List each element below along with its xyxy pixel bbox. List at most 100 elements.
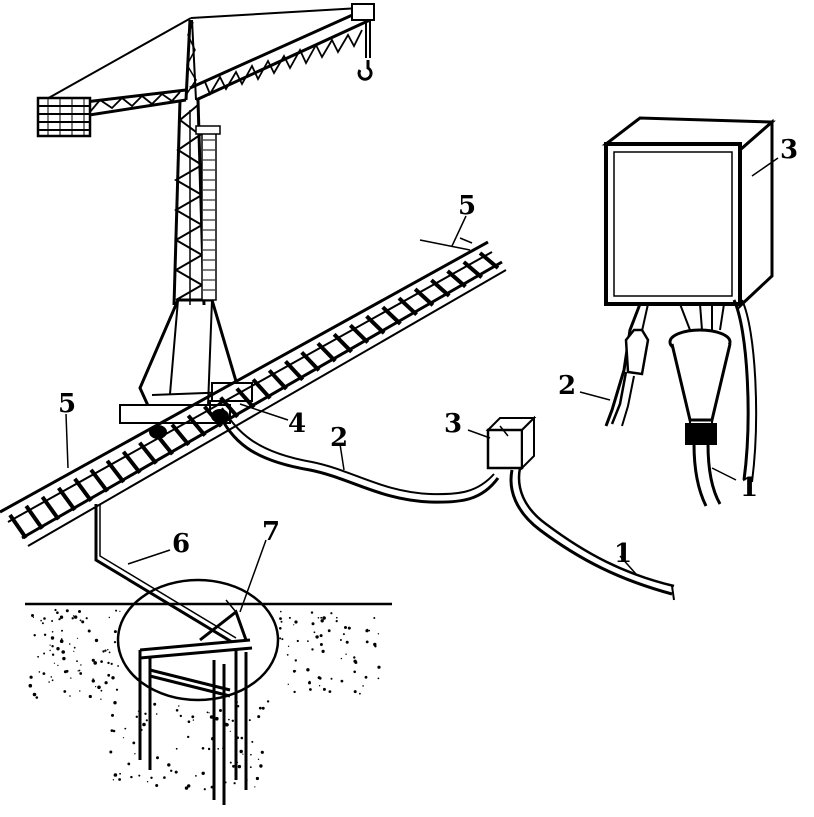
soil-speck — [92, 678, 94, 680]
soil-speck — [359, 692, 361, 695]
soil-speck — [293, 624, 295, 626]
soil-speck — [377, 633, 380, 635]
label-leaders — [65, 157, 779, 613]
soil-speck — [178, 705, 180, 707]
soil-speck — [124, 727, 127, 730]
soil-speck — [374, 645, 377, 648]
soil-speck — [353, 670, 357, 674]
soil-speck — [228, 718, 230, 721]
rail-sleeper — [121, 450, 142, 475]
soil-speck — [248, 719, 251, 722]
soil-speck — [87, 629, 91, 633]
soil-speck — [322, 687, 326, 691]
rail-sleeper — [381, 305, 402, 326]
soil-speck — [153, 702, 157, 706]
soil-speck — [138, 774, 141, 777]
soil-texture — [28, 608, 381, 791]
soil-speck — [100, 698, 102, 700]
soil-speck — [57, 664, 59, 667]
soil-speck — [79, 690, 81, 692]
labels: 5 5 4 2 3 1 6 7 3 2 1 — [58, 135, 798, 569]
soil-speck — [118, 778, 121, 781]
crane-hook — [357, 20, 373, 81]
soil-speck — [104, 681, 108, 685]
soil-speck — [100, 660, 103, 663]
soil-speck — [319, 634, 323, 638]
soil-speck — [315, 635, 319, 639]
soil-speck — [345, 640, 349, 644]
soil-speck — [111, 676, 115, 680]
soil-speck — [73, 650, 75, 652]
crane-counterweight — [36, 96, 92, 138]
soil-speck — [330, 677, 333, 680]
soil-speck — [308, 681, 311, 685]
soil-speck — [56, 611, 59, 614]
soil-speck — [292, 669, 296, 673]
soil-speck — [132, 741, 136, 745]
soil-speck — [366, 628, 369, 631]
soil-speck — [365, 640, 369, 644]
soil-speck — [237, 764, 242, 769]
soil-speck — [207, 747, 211, 751]
soil-speck — [344, 626, 347, 629]
soil-speck — [336, 616, 338, 619]
soil-speck — [377, 677, 380, 680]
soil-speck — [33, 634, 36, 637]
rail-sleeper — [397, 296, 418, 317]
switch-box-small — [485, 415, 537, 471]
soil-speck — [35, 696, 39, 699]
soil-speck — [48, 681, 50, 683]
label-power-cable-detail: 1 — [740, 473, 758, 503]
soil-speck — [249, 766, 252, 769]
soil-speck — [206, 711, 209, 714]
soil-speck — [174, 770, 178, 774]
soil-speck — [187, 735, 190, 739]
detail-cables — [604, 299, 758, 507]
soil-speck — [233, 782, 236, 785]
soil-speck — [321, 649, 325, 654]
soil-speck — [78, 669, 81, 672]
soil-speck — [76, 637, 79, 639]
soil-speck — [192, 719, 195, 721]
soil-speck — [58, 618, 61, 621]
soil-speck — [95, 686, 97, 688]
soil-speck — [307, 640, 309, 642]
soil-speck — [119, 772, 121, 775]
soil-speck — [311, 648, 314, 651]
rail-sleeper — [284, 360, 305, 382]
rail-sleeper — [105, 459, 126, 484]
soil-speck — [80, 664, 82, 666]
rail-sleeper — [478, 251, 500, 270]
soil-speck — [65, 609, 69, 613]
soil-speck — [38, 671, 41, 673]
soil-speck — [115, 688, 119, 691]
soil-speck — [353, 690, 357, 694]
soil-speck — [373, 617, 376, 619]
soil-speck — [69, 695, 71, 697]
soil-speck — [85, 617, 88, 620]
soil-speck — [56, 647, 60, 651]
soil-speck — [155, 713, 158, 715]
crane-cable — [209, 400, 500, 504]
soil-speck — [60, 638, 63, 640]
soil-speck — [53, 662, 56, 664]
soil-speck — [156, 756, 159, 760]
soil-speck — [73, 646, 76, 649]
soil-speck — [117, 665, 119, 667]
crane-head — [44, 7, 361, 101]
soil-speck — [281, 638, 284, 641]
soil-speck — [43, 652, 46, 655]
soil-speck — [317, 617, 320, 619]
soil-speck — [364, 675, 368, 679]
rail-sleeper — [348, 323, 370, 344]
rail-sleeper — [8, 513, 28, 540]
soil-speck — [313, 631, 316, 634]
rail-sleeper — [413, 287, 435, 307]
soil-speck — [279, 627, 282, 630]
soil-speck — [71, 617, 74, 620]
soil-speck — [150, 776, 153, 779]
soil-speck — [184, 786, 189, 790]
soil-speck — [201, 747, 205, 750]
soil-speck — [288, 616, 291, 619]
label-ground-wire: 6 — [172, 529, 190, 559]
